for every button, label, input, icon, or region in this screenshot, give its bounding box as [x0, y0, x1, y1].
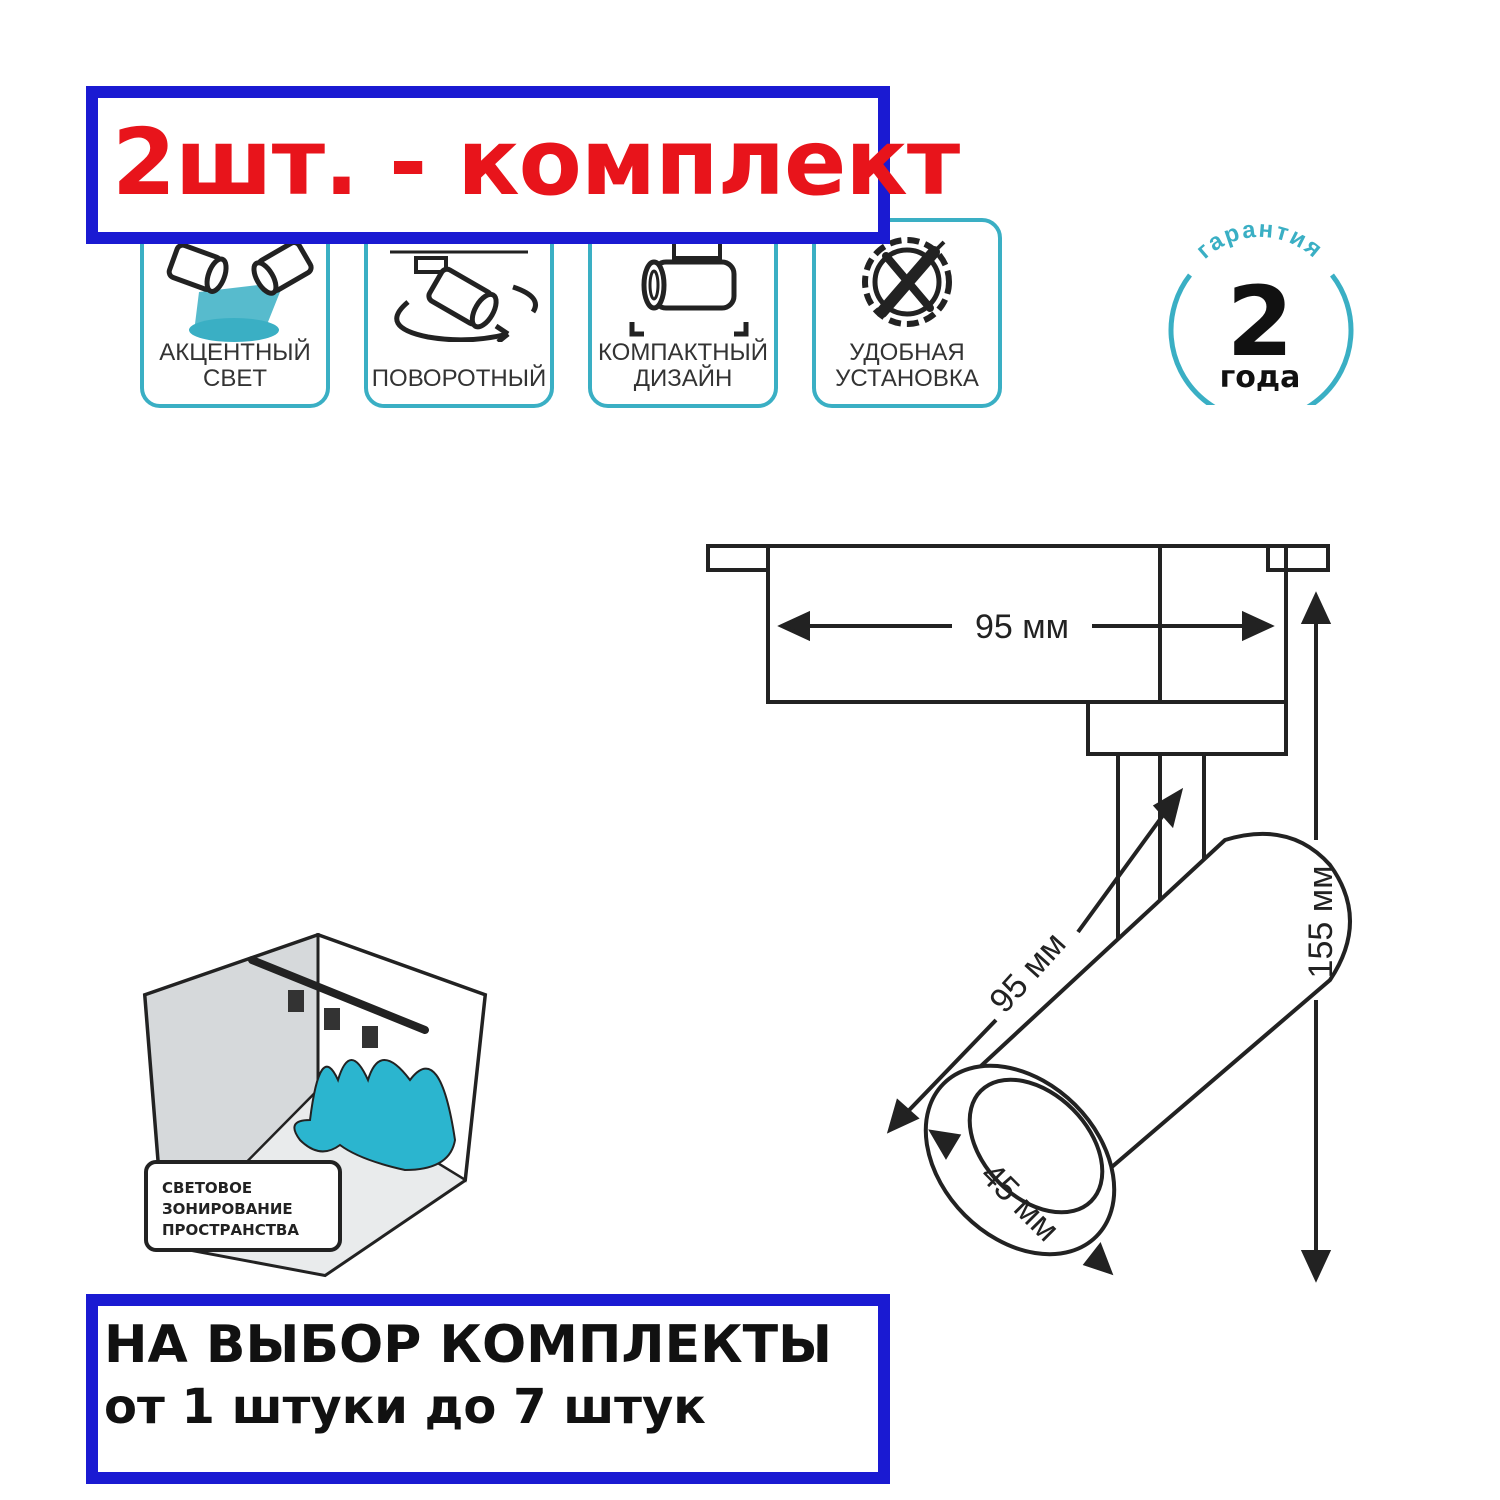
choice-line-2: от 1 штуки до 7 штук	[104, 1379, 706, 1435]
kit-banner: 2шт. - комплект	[86, 86, 960, 244]
height-dimension: 155 мм	[1302, 866, 1340, 979]
banner-title: 2шт. - комплект	[112, 109, 960, 216]
width-dimension: 95 мм	[975, 608, 1069, 646]
zone-label: СВЕТОВОЕ ЗОНИРОВАНИЕ ПРОСТРАНСТВА	[162, 1179, 299, 1239]
warranty-bottom-text: года	[1220, 360, 1301, 395]
feature-label: ПОВОРОТНЫЙ	[371, 365, 547, 392]
feature-compact: КОМПАКТНЫЙ ДИЗАЙН	[588, 218, 778, 408]
tools-icon	[862, 237, 952, 327]
choice-line-1: НА ВЫБОР КОМПЛЕКТЫ	[104, 1315, 832, 1375]
spotlight-icon	[166, 222, 314, 342]
feature-label: АКЦЕНТНЫЙ СВЕТ	[159, 339, 311, 392]
feature-accent-light: АКЦЕНТНЫЙ СВЕТ	[140, 218, 330, 408]
feature-label: КОМПАКТНЫЙ ДИЗАЙН	[597, 339, 769, 392]
warranty-badge: гарантия 2 года	[1168, 216, 1354, 405]
svg-text:гарантия: гарантия	[1191, 216, 1329, 265]
warranty-top-text: гарантия	[1191, 216, 1327, 265]
feature-label: УДОБНАЯ УСТАНОВКА	[835, 339, 979, 392]
zone-label-box: СВЕТОВОЕ ЗОНИРОВАНИЕ ПРОСТРАНСТВА	[144, 1160, 342, 1252]
choice-banner: НА ВЫБОР КОМПЛЕКТЫ от 1 штуки до 7 штук	[86, 1294, 890, 1484]
warranty-number: 2	[1227, 266, 1294, 378]
feature-easy-install: УДОБНАЯ УСТАНОВКА	[812, 218, 1002, 408]
feature-rotating: ПОВОРОТНЫЙ	[364, 218, 554, 408]
dimension-drawing: 95 мм 95 мм 155 мм 45 мм	[706, 544, 1352, 1283]
